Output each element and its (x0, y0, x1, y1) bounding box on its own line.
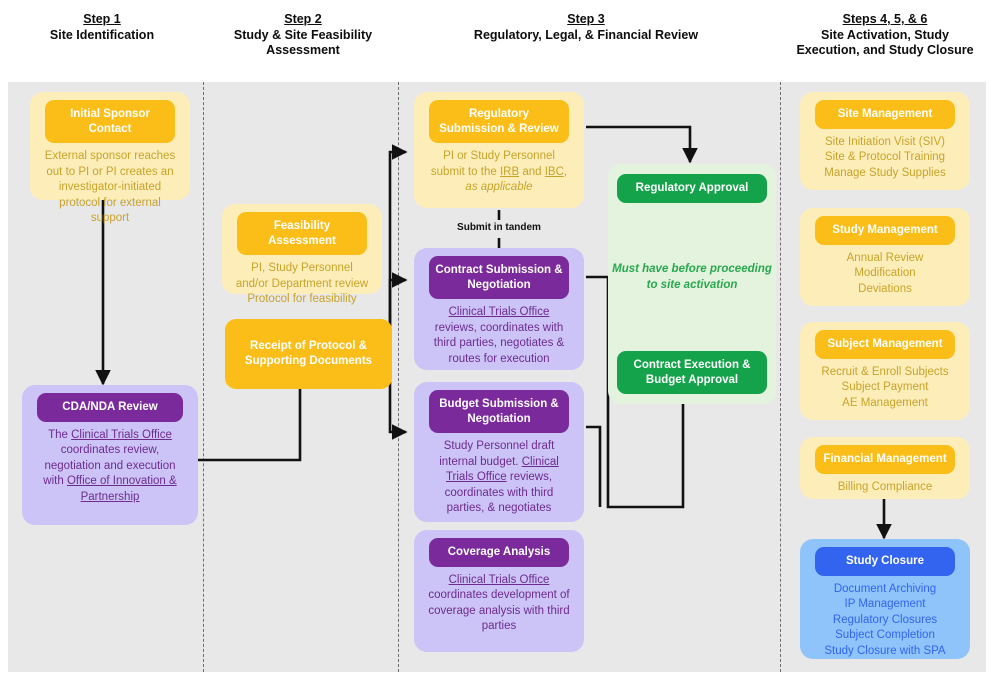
label-must-have-before-activation: Must have before proceeding to site acti… (608, 262, 776, 293)
node-body-line: Document Archiving (833, 582, 937, 595)
node-title: Coverage Analysis (429, 538, 569, 567)
node-body-line: Site Initiation Visit (SIV) (825, 135, 945, 148)
node-body: PI, Study Personnel and/or Department re… (235, 262, 369, 305)
node-body-line: Subject Completion (835, 629, 935, 641)
node-title: Site Management (815, 100, 955, 129)
arrow-regulatory-to-approval (586, 125, 698, 164)
node-site-management[interactable]: Site Management Site Initiation Visit (S… (800, 92, 970, 190)
node-initial-sponsor-contact[interactable]: Initial Sponsor Contact External sponsor… (30, 92, 190, 224)
node-body: Billing Compliance (807, 480, 963, 496)
node-title: Contract Execution & Budget Approval (633, 359, 751, 386)
node-title: Study Management (815, 216, 955, 245)
column-header-step-1: Step 1 Site Identification (12, 12, 192, 43)
node-contract-execution-budget-approval[interactable]: Contract Execution & Budget Approval (617, 351, 767, 394)
column-divider-2 (398, 82, 399, 672)
node-title: Budget Submission & Negotiation (429, 390, 569, 433)
node-coverage-analysis[interactable]: Coverage Analysis Clinical Trials Office… (414, 530, 584, 652)
node-title: Receipt of Protocol & Supporting Documen… (244, 340, 373, 367)
node-body: Site Initiation Visit (SIV) Site & Proto… (807, 135, 963, 182)
node-body-line: Study Closure with SPA (824, 644, 946, 657)
column-header-steps-4-5-6: Steps 4, 5, & 6 Site Activation, Study E… (790, 12, 980, 58)
node-title: Subject Management (815, 330, 955, 359)
column-divider-3 (780, 82, 781, 672)
node-feasibility-assessment[interactable]: Feasibility Assessment PI, Study Personn… (222, 204, 382, 305)
node-regulatory-submission-review[interactable]: Regulatory Submission & Review PI or Stu… (414, 92, 584, 208)
node-body: Document Archiving IP Management Regulat… (807, 582, 963, 660)
column-header-sub-label: Regulatory, Legal, & Financial Review (473, 28, 699, 42)
node-body-line: Regulatory Closures (832, 613, 938, 626)
column-divider-1 (203, 82, 204, 672)
node-regulatory-approval[interactable]: Regulatory Approval (617, 174, 767, 203)
node-title: Feasibility Assessment (237, 212, 367, 255)
node-study-closure[interactable]: Study Closure Document Archiving IP Mana… (800, 539, 970, 659)
node-body: The Clinical Trials Office coordinates r… (43, 428, 177, 503)
node-subject-management[interactable]: Subject Management Recruit & Enroll Subj… (800, 322, 970, 420)
column-header-step-2: Step 2 Study & Site Feasibility Assessme… (213, 12, 393, 58)
column-header-sub-label: Site Activation, Study Execution, and St… (796, 28, 974, 57)
node-body: External sponsor reaches out to PI or PI… (44, 150, 176, 224)
node-title: Regulatory Submission & Review (429, 100, 569, 143)
node-body-line: AE Management (842, 396, 928, 409)
label-text: Submit in tandem (457, 222, 541, 233)
node-cda-nda-review[interactable]: CDA/NDA Review The Clinical Trials Offic… (22, 385, 198, 525)
node-body-line: IP Management (844, 598, 926, 610)
node-title: Financial Management (815, 445, 955, 474)
column-header-step-label: Steps 4, 5, & 6 (842, 12, 928, 26)
node-body-line: Deviations (858, 282, 912, 295)
node-body: PI or Study Personnel submit to the IRB … (430, 150, 568, 193)
column-header-step-label: Step 1 (83, 12, 121, 26)
node-body-line: Annual Review (846, 251, 924, 264)
node-body: Clinical Trials Office reviews, coordina… (433, 306, 565, 365)
node-body: Annual Review Modification Deviations (807, 251, 963, 298)
node-title: Study Closure (815, 547, 955, 576)
node-body-line: Recruit & Enroll Subjects (821, 365, 949, 378)
node-body-line: Billing Compliance (837, 480, 933, 493)
column-header-step-label: Step 3 (567, 12, 605, 26)
column-header-step-3: Step 3 Regulatory, Legal, & Financial Re… (406, 12, 766, 43)
node-body: Study Personnel draft internal budget. C… (439, 440, 559, 514)
node-receipt-of-protocol[interactable]: Receipt of Protocol & Supporting Documen… (225, 319, 392, 389)
node-title: Contract Submission & Negotiation (429, 256, 569, 299)
node-budget-submission-negotiation[interactable]: Budget Submission & Negotiation Study Pe… (414, 382, 584, 522)
node-financial-management[interactable]: Financial Management Billing Compliance (800, 437, 970, 499)
group-regulatory-and-contract-approvals: Regulatory Approval Must have before pro… (608, 164, 776, 404)
column-header-sub-label: Study & Site Feasibility Assessment (233, 28, 373, 57)
node-body-line: Subject Payment (841, 381, 929, 393)
node-title: Initial Sponsor Contact (45, 100, 175, 143)
node-contract-submission-negotiation[interactable]: Contract Submission & Negotiation Clinic… (414, 248, 584, 370)
node-body: Recruit & Enroll Subjects Subject Paymen… (807, 365, 963, 412)
node-body: Clinical Trials Office coordinates devel… (428, 573, 570, 633)
label-text: Must have before proceeding to site acti… (612, 263, 772, 291)
node-body-line: Manage Study Supplies (824, 166, 946, 179)
node-body-line: Modification (854, 267, 916, 279)
diagram-canvas: Initial Sponsor Contact External sponsor… (8, 82, 986, 672)
node-title: Regulatory Approval (635, 182, 749, 194)
label-submit-in-tandem: Submit in tandem (429, 222, 569, 233)
arrow-budget-to-execution (586, 425, 602, 507)
node-study-management[interactable]: Study Management Annual Review Modificat… (800, 208, 970, 306)
column-header-sub-label: Site Identification (49, 28, 155, 42)
node-body-line: Site & Protocol Training (824, 151, 946, 163)
node-title: CDA/NDA Review (37, 393, 183, 422)
column-header-step-label: Step 2 (284, 12, 322, 26)
